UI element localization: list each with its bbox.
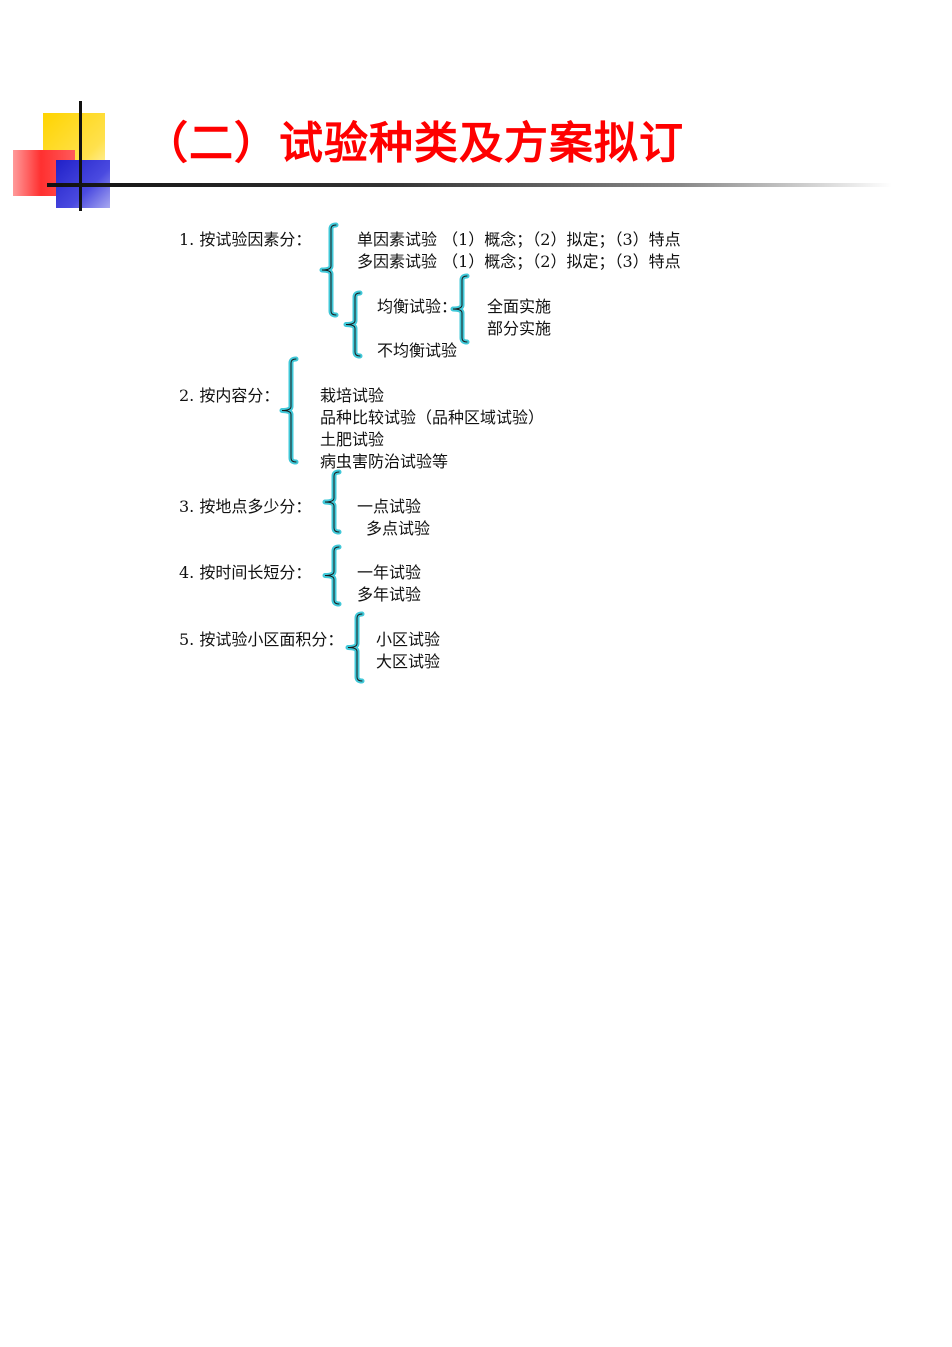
- page-title: （二）试验种类及方案拟订: [144, 118, 684, 169]
- logo-vertical-line: [79, 101, 82, 211]
- section-2-item: 土肥试验: [320, 430, 385, 449]
- section-5-label: 5. 按试验小区面积分：: [179, 630, 344, 649]
- section-1-sub2-item: 全面实施: [487, 297, 552, 316]
- brace-icon: [319, 222, 339, 318]
- title-underline: [47, 183, 892, 187]
- section-3-item: 一点试验: [357, 497, 422, 516]
- brace-icon: [322, 469, 342, 535]
- brace-icon: [343, 290, 363, 359]
- section-1-sub-item: 不均衡试验: [377, 341, 458, 360]
- brace-icon: [322, 544, 342, 607]
- brace-icon: [345, 611, 365, 684]
- section-3-label: 3. 按地点多少分：: [179, 497, 312, 516]
- section-5-item: 小区试验: [376, 630, 441, 649]
- section-1-sub2-item: 部分实施: [487, 319, 552, 338]
- section-4-label: 4. 按时间长短分：: [179, 563, 312, 582]
- section-4-item: 一年试验: [357, 563, 422, 582]
- brace-icon: [279, 356, 299, 465]
- section-2-item: 栽培试验: [320, 386, 385, 405]
- brace-icon: [450, 273, 470, 345]
- section-2-item: 品种比较试验（品种区域试验）: [320, 408, 545, 427]
- section-5-item: 大区试验: [376, 652, 441, 671]
- section-4-item: 多年试验: [357, 585, 422, 604]
- section-1-item: 单因素试验 （1）概念；（2）拟定；（3）特点: [357, 230, 681, 249]
- section-2-item: 病虫害防治试验等: [320, 452, 449, 471]
- section-2-label: 2. 按内容分：: [179, 386, 280, 405]
- section-1-sub-item: 均衡试验：: [377, 297, 458, 316]
- section-1-label: 1. 按试验因素分：: [179, 230, 312, 249]
- section-1-item: 多因素试验 （1）概念；（2）拟定；（3）特点: [357, 252, 681, 271]
- section-3-item: 多点试验: [366, 519, 431, 538]
